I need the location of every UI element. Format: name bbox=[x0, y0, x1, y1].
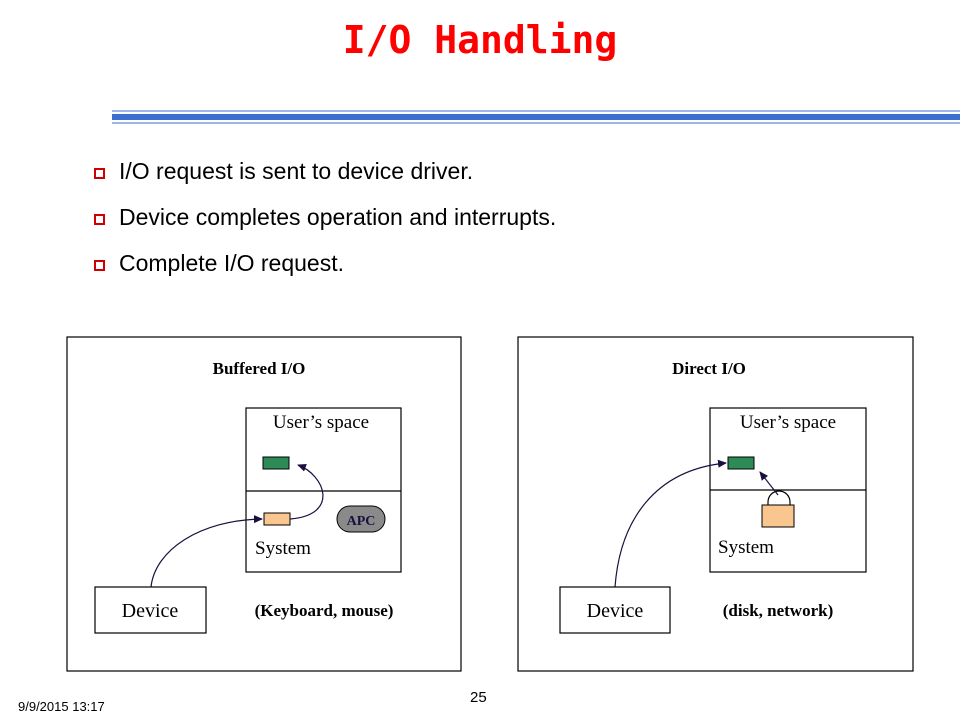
direct-user-buffer bbox=[727, 456, 755, 470]
buffered-copy-arrow bbox=[289, 464, 324, 520]
direct-device-label: Device bbox=[587, 600, 644, 622]
buffered-user-buffer bbox=[262, 456, 290, 470]
direct-io-diagram: Direct I/O User’s space System Device (d… bbox=[517, 336, 914, 672]
bullet-text: Device completes operation and interrupt… bbox=[119, 203, 557, 230]
title-rule-top bbox=[112, 110, 960, 112]
title-rule-main bbox=[112, 114, 960, 120]
buffered-users-space-label: User’s space bbox=[273, 412, 369, 433]
lock-icon bbox=[761, 490, 795, 528]
direct-users-space-label: User’s space bbox=[740, 412, 836, 433]
buffered-device-note: (Keyboard, mouse) bbox=[255, 601, 394, 620]
hollow-square-bullet-icon bbox=[94, 259, 105, 271]
apc-badge bbox=[336, 505, 386, 533]
direct-io-heading: Direct I/O bbox=[672, 359, 746, 378]
direct-device-arrow bbox=[614, 459, 727, 588]
buffered-io-heading: Buffered I/O bbox=[213, 359, 306, 378]
title-rule-bottom bbox=[112, 122, 960, 124]
bullet-list: I/O request is sent to device driver. De… bbox=[94, 148, 556, 286]
footer-date: 9/9/2015 13:17 bbox=[18, 699, 105, 714]
direct-lock-arrow bbox=[759, 471, 779, 496]
buffered-system-label: System bbox=[255, 538, 311, 559]
bullet-item: Device completes operation and interrupt… bbox=[94, 194, 556, 240]
apc-label: APC bbox=[347, 514, 376, 529]
direct-system-label: System bbox=[718, 537, 774, 558]
bullet-item: Complete I/O request. bbox=[94, 240, 556, 286]
buffered-io-diagram: Buffered I/O User’s space System APC Dev… bbox=[66, 336, 462, 672]
bullet-text: I/O request is sent to device driver. bbox=[119, 157, 474, 184]
buffered-users-space-box bbox=[245, 407, 402, 573]
buffered-device-box bbox=[94, 586, 207, 634]
page-number: 25 bbox=[470, 689, 487, 706]
direct-device-box bbox=[559, 586, 671, 634]
direct-device-note: (disk, network) bbox=[723, 601, 834, 620]
buffered-device-arrow bbox=[150, 515, 263, 588]
buffered-system-buffer bbox=[263, 512, 291, 526]
bullet-text: Complete I/O request. bbox=[119, 249, 344, 276]
buffered-device-label: Device bbox=[122, 600, 179, 622]
hollow-square-bullet-icon bbox=[94, 167, 105, 179]
slide-title: I/O Handling bbox=[342, 18, 618, 62]
hollow-square-bullet-icon bbox=[94, 213, 105, 225]
bullet-item: I/O request is sent to device driver. bbox=[94, 148, 556, 194]
